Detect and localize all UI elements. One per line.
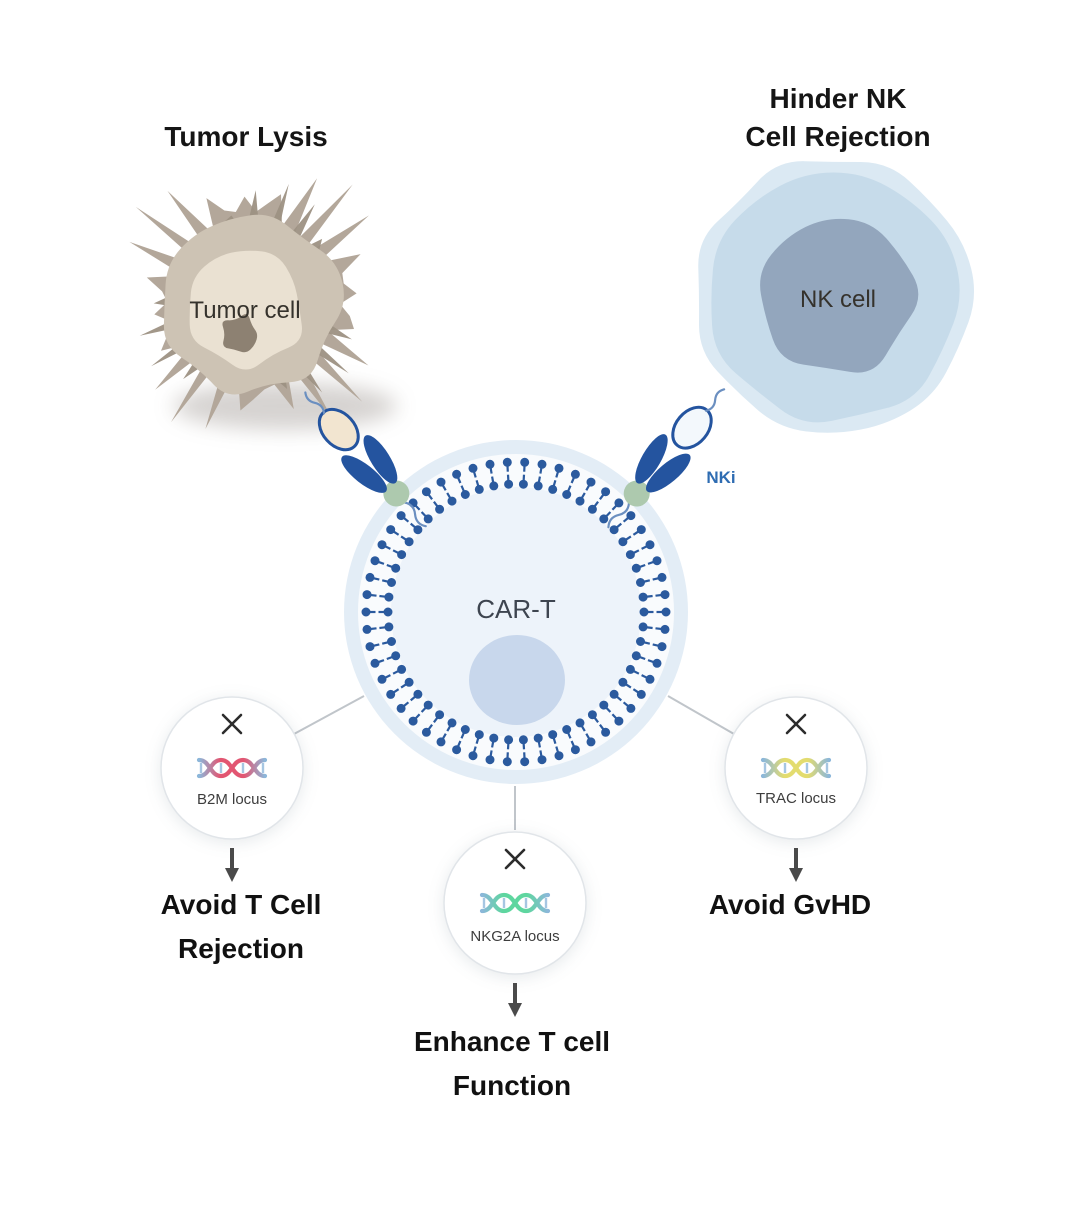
b2m-arrow-down-icon — [225, 848, 239, 882]
b2m-outcome-line1: Avoid T Cell — [160, 889, 322, 920]
tumor-lysis-heading: Tumor Lysis — [164, 121, 328, 152]
nkg2a-locus-label: NKG2A locus — [470, 928, 560, 945]
nkg2a-outcome-label: Enhance T cell Function — [414, 1020, 610, 1108]
nki-receptor-right — [607, 388, 726, 529]
receptor-anchor-right — [623, 480, 650, 507]
cart-nucleus — [469, 635, 565, 725]
cart-cell-label: CAR-T — [476, 594, 556, 624]
cart-membrane — [361, 457, 671, 767]
connector-b2m — [293, 695, 365, 735]
receptor-anchor-left — [383, 480, 410, 507]
car-receptor-left — [304, 391, 427, 528]
nkg2a-outcome-line1: Enhance T cell — [413, 1026, 611, 1057]
nkg2a-arrow-down-icon — [508, 983, 522, 1017]
tumor-cell-label: Tumor cell — [189, 297, 301, 324]
hinder-nk-heading-line2: Cell Rejection — [745, 121, 931, 152]
trac-dna-icon — [760, 757, 832, 779]
trac-arrow-down-icon — [789, 848, 803, 882]
nkg2a-outcome-line2: Function — [452, 1070, 572, 1101]
connector-trac — [667, 695, 735, 735]
nkg2a-x-cross-icon — [504, 848, 526, 870]
tumor-cell-shape — [129, 178, 369, 429]
nk-cell-label: NK cell — [799, 286, 877, 313]
trac-x-cross-icon — [785, 713, 807, 735]
nkg2a-dna-icon — [479, 892, 551, 914]
trac-outcome-line1: Avoid GvHD — [708, 889, 872, 920]
trac-knockout-node — [724, 696, 868, 840]
b2m-outcome-line2: Rejection — [177, 933, 305, 964]
b2m-knockout-node — [160, 696, 304, 840]
b2m-locus-label: B2M locus — [196, 791, 268, 808]
b2m-dna-icon — [196, 757, 268, 779]
nk-cell-shape — [698, 161, 975, 433]
b2m-outcome-label: Avoid T Cell Rejection — [161, 883, 322, 971]
cart-cell-shape — [344, 440, 688, 784]
trac-outcome-label: Avoid GvHD — [709, 883, 871, 927]
trac-locus-label: TRAC locus — [755, 790, 837, 807]
hinder-nk-heading-line1: Hinder NK — [769, 83, 907, 114]
nki-receptor-label: NKi — [706, 468, 736, 487]
hinder-nk-heading: Hinder NK Cell Rejection — [745, 80, 930, 156]
b2m-x-cross-icon — [221, 713, 243, 735]
nkg2a-knockout-node — [443, 831, 587, 975]
